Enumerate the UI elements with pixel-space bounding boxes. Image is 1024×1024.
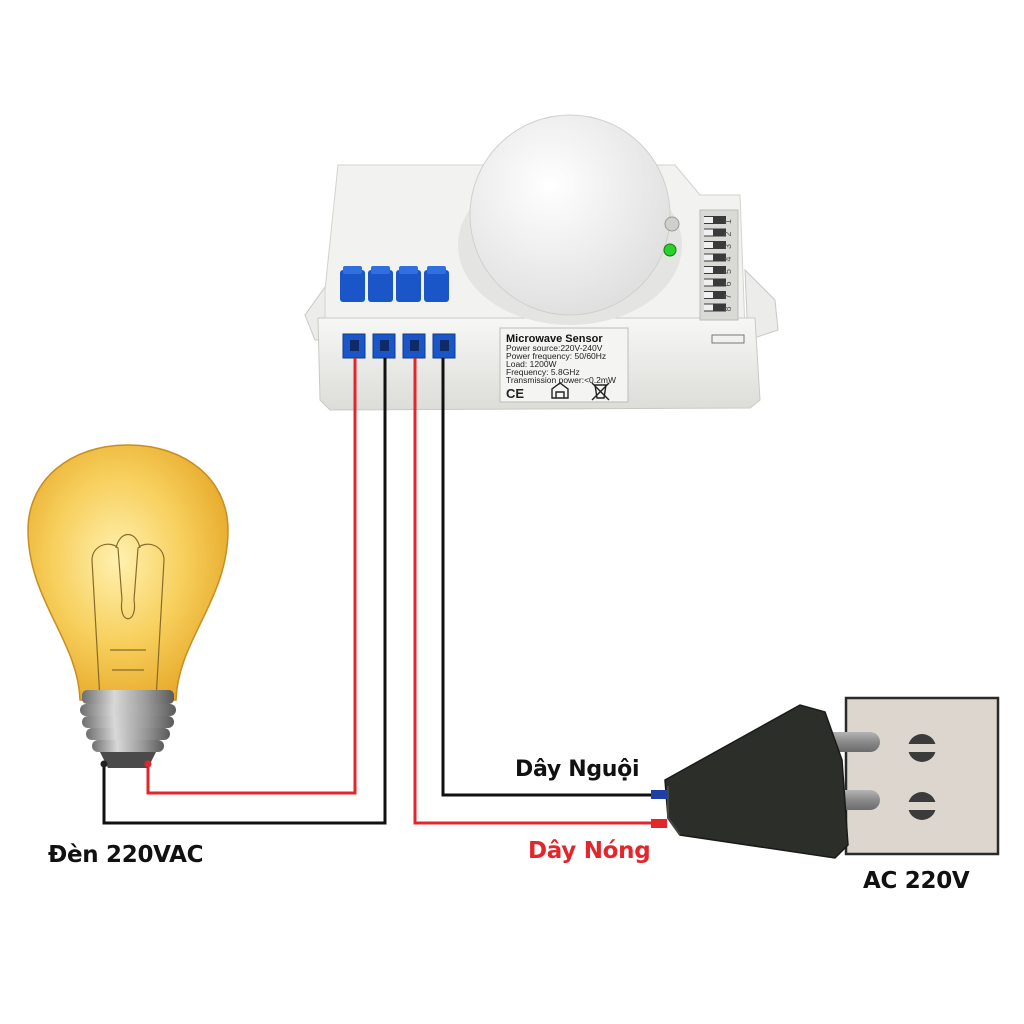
dip-switch-number: 3	[723, 244, 733, 249]
lamp-neutral-wire	[102, 358, 387, 825]
power-plug-icon	[651, 704, 880, 859]
dip-switch-number: 7	[723, 294, 733, 299]
lamp-live-wire	[146, 358, 357, 795]
wall-socket-icon	[844, 696, 1000, 856]
status-led-icon	[663, 243, 677, 257]
dip-switch-key	[704, 253, 726, 262]
socket-hole-bottom	[908, 792, 936, 820]
bulb-base	[80, 690, 176, 768]
dip-switch-knob	[704, 254, 713, 261]
dip-switch-key	[704, 266, 726, 274]
lamp-label: Đèn 220VAC	[48, 842, 204, 868]
light-bulb-icon	[27, 444, 229, 768]
bulb-filament	[91, 533, 165, 701]
sensor-label-title: Microwave Sensor	[506, 333, 603, 345]
ce-mark-icon: CE	[506, 386, 524, 401]
dip-switch-knob	[704, 267, 713, 273]
sensor-spec-label: Microwave Sensor Power source:220V-240V …	[499, 327, 629, 403]
dip-switch-knob	[704, 292, 713, 298]
neutral-wire-label: Dây Nguội	[515, 757, 640, 782]
sensor-label-line-3: Load: 1200W	[506, 359, 557, 369]
terminal-levers	[340, 266, 449, 302]
sensor-label-line-5: Transmission power:<0.2mW	[506, 375, 616, 385]
dip-switch-key	[704, 241, 726, 249]
dip-switch-number: 4	[723, 256, 733, 261]
weee-bin-symbol-icon	[591, 382, 610, 401]
dip-switch-knob	[704, 229, 713, 236]
bulb-glass	[27, 444, 229, 701]
potentiometer-icon	[664, 216, 680, 232]
dip-switch-key	[704, 228, 726, 237]
power-source-label: AC 220V	[863, 868, 970, 894]
sensor-label-line-4: Frequency: 5.8GHz	[506, 367, 580, 377]
dip-switch-number: 5	[723, 269, 733, 274]
dip-switch-key	[704, 303, 726, 312]
dip-switch-key	[704, 278, 726, 287]
dip-switch-key	[704, 291, 726, 299]
dip-switch-number: 6	[723, 281, 733, 286]
dip-switch: 1 2 3 4 5 6 7 8	[699, 209, 745, 344]
live-wire-label: Dây Nóng	[528, 838, 651, 864]
live-supply-wire	[413, 358, 660, 825]
sensor-label-line-1: Power source:220V-240V	[506, 343, 603, 353]
plug-body	[664, 704, 849, 859]
house-symbol-icon	[551, 382, 569, 399]
dip-switch-knob	[704, 304, 713, 311]
neutral-supply-wire	[441, 358, 660, 797]
dip-switch-knob	[704, 217, 713, 223]
dip-switch-number: 8	[723, 306, 733, 311]
dip-switch-knob	[704, 279, 713, 286]
sensor-label-line-2: Power frequency: 50/60Hz	[506, 351, 606, 361]
wires	[102, 358, 660, 825]
socket-hole-top	[908, 734, 936, 762]
dip-switch-knob	[704, 242, 713, 248]
sensor-dome	[469, 114, 671, 316]
dip-switch-number: 2	[723, 231, 733, 236]
dip-switch-number: 1	[723, 219, 733, 224]
dip-switch-key	[704, 216, 726, 224]
